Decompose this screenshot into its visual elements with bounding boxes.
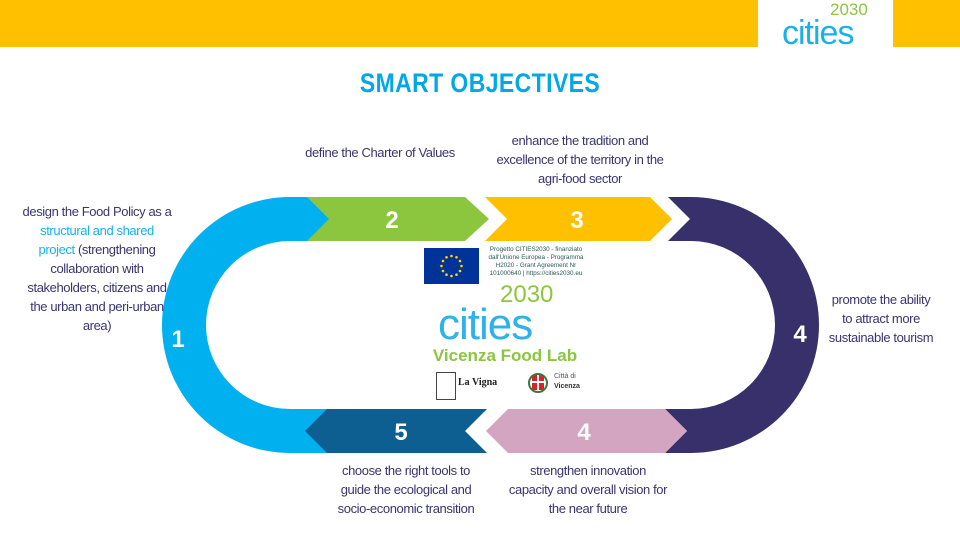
step-4b-text: strengthen innovation capacity and overa…: [508, 463, 668, 516]
step-5-text: choose the right tools to guide the ecol…: [337, 463, 475, 516]
step-1-highlight: structural and shared project: [38, 223, 155, 257]
page-title: SMART OBJECTIVES: [359, 68, 601, 98]
eu-flag-icon: [424, 248, 479, 284]
center-logo-text: cities: [438, 300, 533, 349]
step-3-arrow: [485, 197, 672, 241]
header-bar: [0, 0, 758, 47]
step-4-text: promote the ability to attract more sust…: [828, 292, 934, 345]
header-bar-right: [893, 0, 960, 47]
cities2030-logo: cities 2030: [782, 0, 872, 52]
la-vigna-crest-icon: [436, 372, 456, 400]
logo-year: 2030: [830, 0, 868, 19]
lab-name: Vicenza Food Lab: [432, 346, 578, 365]
vicenza-line2: Vicenza: [554, 383, 580, 390]
step-2-arrow: [307, 197, 489, 241]
step-1-text: design the Food Policy as a structural a…: [22, 202, 172, 335]
eu-funding-text: Progetto CITIES2030 - finanziato dall'Un…: [488, 246, 584, 277]
step-1-arc: [162, 197, 440, 453]
step-5-arrow: [305, 409, 487, 453]
partner-vicenza: Città di Vicenza: [528, 368, 588, 398]
step-2-number: 2: [385, 207, 398, 234]
step-1-number: 1: [171, 326, 184, 353]
step-1-text-a: design the Food Policy as a: [22, 204, 172, 219]
center-logo-year: 2030: [500, 281, 554, 308]
step-2-text: define the Charter of Values: [305, 145, 455, 160]
vicenza-line1: Città di: [554, 373, 576, 380]
partner-la-vigna: La Vigna: [458, 377, 498, 388]
step-4-arc: [665, 197, 819, 453]
center-logos: Progetto CITIES2030 - finanziato dall'Un…: [420, 244, 590, 404]
logo-text: cities: [782, 14, 854, 52]
step-3-number: 3: [570, 207, 583, 234]
step-4b-number: 4: [577, 419, 591, 446]
step-1-text-b: (strengthening collaboration with stakeh…: [27, 242, 167, 333]
step-4-arrow: [486, 409, 687, 453]
step-5-number: 5: [394, 419, 407, 446]
step-4-number: 4: [793, 321, 807, 348]
step-3-text: enhance the tradition and excellence of …: [496, 133, 664, 186]
vicenza-crest-icon: [528, 373, 548, 393]
